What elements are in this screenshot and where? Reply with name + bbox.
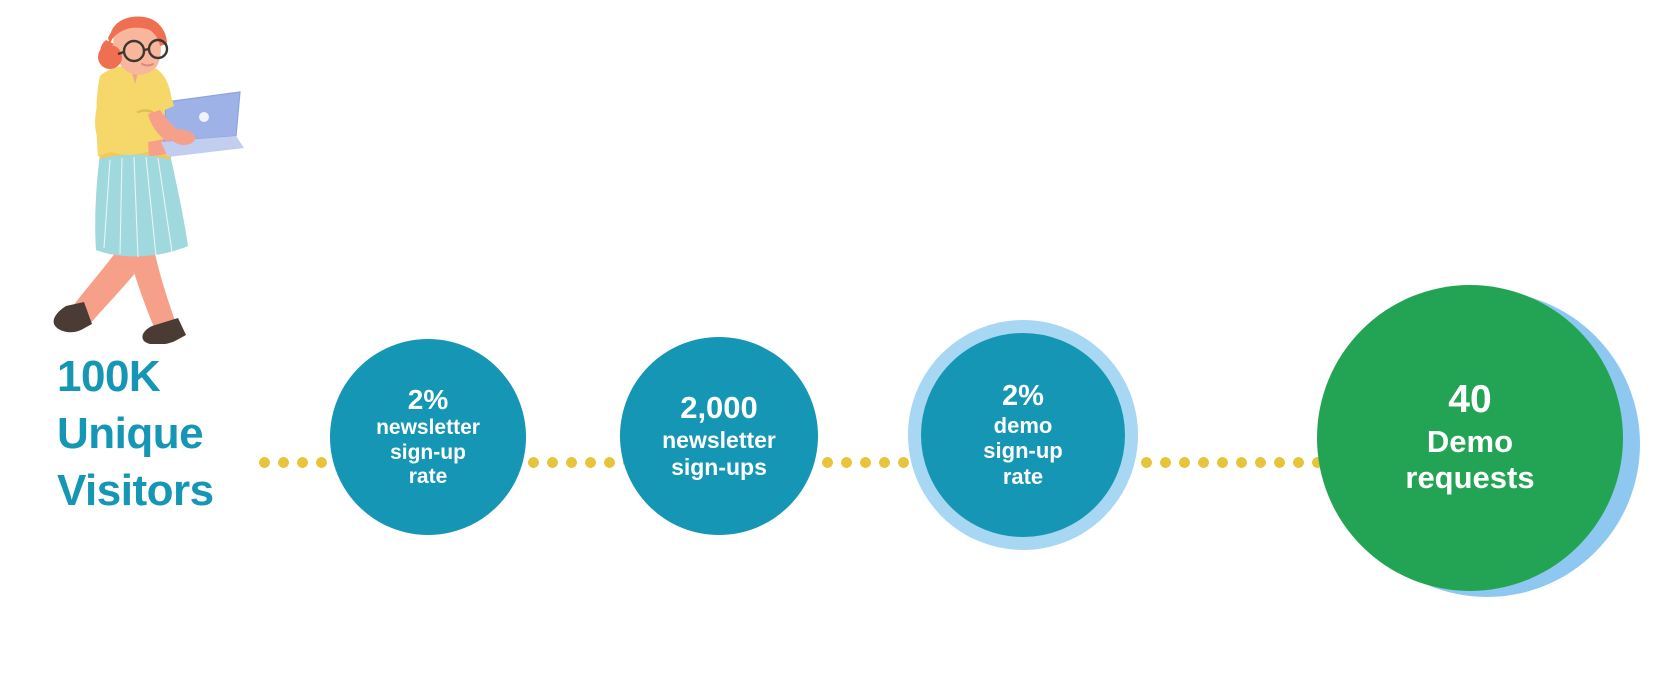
- funnel-node-newsletter-signups[interactable]: 2,000 newsletter sign-ups: [620, 337, 818, 535]
- node-text: 2% demo sign-up rate: [977, 379, 1068, 490]
- node-value: 2%: [407, 383, 449, 415]
- node-label: newsletter sign-ups: [662, 427, 776, 480]
- node-label-line: sign-up: [983, 438, 1063, 464]
- funnel-node-newsletter-signup-rate[interactable]: 2% newsletter sign-up rate: [330, 339, 526, 535]
- connector-step1-to-step2: [524, 457, 624, 468]
- funnel-node-demo-requests[interactable]: 40 Demo requests: [1317, 285, 1623, 591]
- node-label-line: rate: [1002, 463, 1044, 489]
- node-text: 2,000 newsletter sign-ups: [656, 389, 782, 481]
- woman-walking-with-laptop-illustration: [48, 14, 248, 345]
- node-label-line: newsletter: [662, 427, 776, 454]
- node-label-line: requests: [1405, 459, 1535, 495]
- node-label: demo sign-up rate: [983, 413, 1062, 490]
- funnel-node-demo-signup-rate[interactable]: 2% demo sign-up rate: [908, 320, 1138, 550]
- node-value: 2%: [1002, 379, 1044, 412]
- connector-step2-to-step3: [818, 457, 914, 468]
- node-label-line: sign-up: [390, 440, 466, 464]
- node-label-line: Demo: [1426, 424, 1514, 460]
- node-text: 2% newsletter sign-up rate: [370, 383, 486, 489]
- connector-visitors-to-step1: [255, 457, 335, 468]
- node-label: Demo requests: [1405, 424, 1534, 496]
- headline-line-3: Visitors: [57, 466, 214, 516]
- funnel-start-label: 100K Unique Visitors: [57, 348, 307, 520]
- node-label-line: sign-ups: [671, 453, 767, 480]
- node-text: 40 Demo requests: [1399, 378, 1540, 496]
- headline-line-1: 100K: [57, 352, 161, 401]
- node-label-line: rate: [408, 464, 448, 488]
- node-label-line: newsletter: [376, 416, 480, 440]
- node-value: 2,000: [680, 389, 758, 425]
- connector-step3-to-step4: [1137, 457, 1322, 468]
- headline-line-2: Unique: [57, 409, 204, 459]
- node-label-line: demo: [993, 412, 1053, 438]
- node-value: 40: [1448, 378, 1492, 422]
- node-label: newsletter sign-up rate: [376, 416, 480, 489]
